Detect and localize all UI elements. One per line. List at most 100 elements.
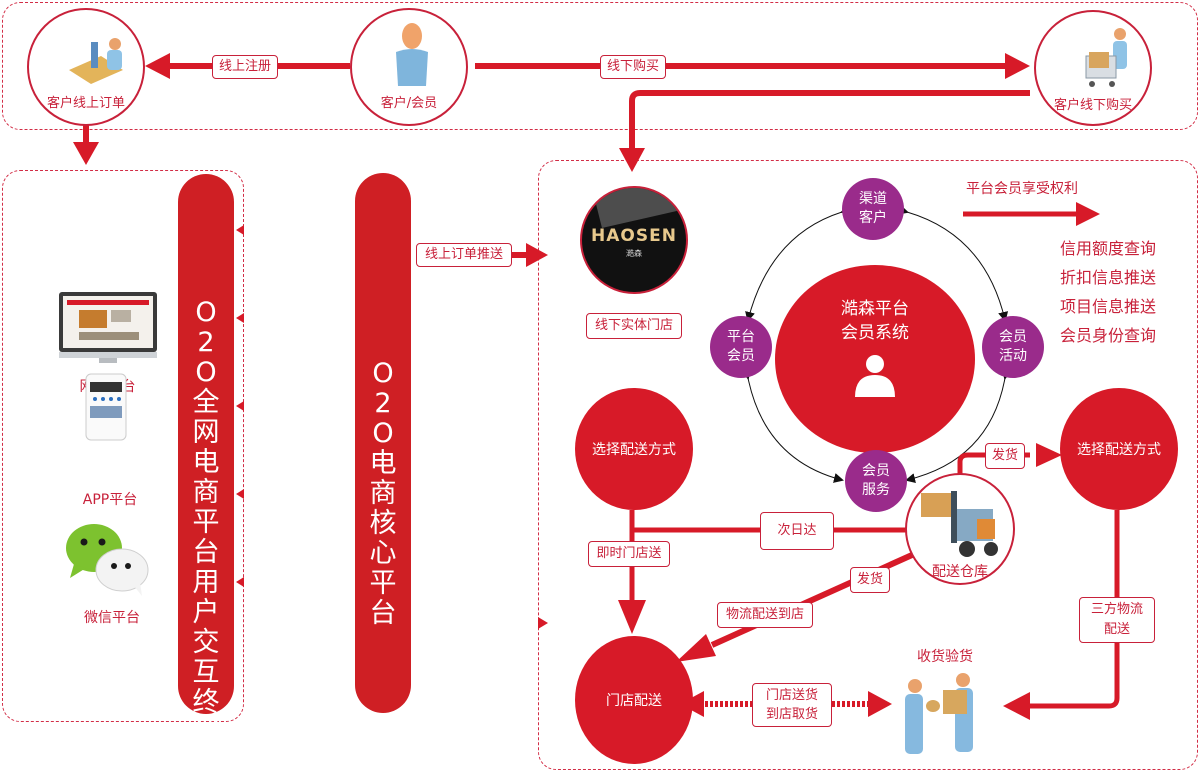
satellite-service-line1: 会员	[862, 463, 890, 479]
smartphone-icon	[85, 373, 127, 441]
terminal-inputs	[236, 225, 548, 629]
app-platform-label: APP平台	[82, 492, 138, 508]
pill-glyph: O	[372, 358, 394, 389]
pill-glyph: 户	[192, 597, 220, 628]
rights-item: 会员身份查询	[1060, 326, 1157, 345]
store-delivery[interactable]: 门店配送	[575, 636, 693, 764]
online-order-push-tag: 线上订单推送	[416, 243, 512, 267]
top-row-group	[2, 2, 1198, 130]
offline-buy-tag: 线下购买	[600, 55, 666, 79]
choose-delivery-left-label: 选择配送方式	[592, 442, 676, 458]
pill-glyph: 核	[369, 508, 397, 539]
member-system-center[interactable]: 澔森平台 会员系统	[775, 265, 975, 453]
person-at-computer-icon	[69, 38, 123, 84]
third-party-line1: 三方物流	[1090, 602, 1143, 617]
pill-glyph: O	[195, 297, 217, 328]
pill-glyph: 台	[369, 598, 397, 629]
wechat-platform[interactable]: 微信平台	[62, 520, 162, 630]
terminal-group	[2, 170, 244, 722]
store-pickup-line1: 门店送货	[765, 688, 818, 703]
store-logo[interactable]: HAOSEN 澔森	[580, 186, 688, 294]
store-delivery-label: 门店配送	[606, 693, 662, 709]
satellite-channel-line2: 客户	[859, 210, 887, 226]
third-party-logistics-tag: 三方物流 配送	[1079, 597, 1155, 643]
forklift-icon	[921, 491, 998, 557]
pill-glyph: 平	[192, 507, 220, 538]
store-building-icon	[592, 188, 686, 228]
arrow-head-offline-buy	[1005, 53, 1030, 79]
online-register-tag: 线上注册	[212, 55, 278, 79]
pill-glyph: 心	[369, 538, 397, 569]
arrow-head-logistics	[676, 634, 716, 662]
offline-purchase-label: 客户线下购买	[1053, 98, 1132, 113]
user-icon	[855, 355, 895, 397]
app-platform[interactable]: APP平台	[80, 372, 140, 512]
satellite-channel-line1: 渠道	[859, 191, 887, 207]
shopping-cart-person-icon	[1085, 28, 1127, 87]
warehouse-label: 配送仓库	[932, 564, 988, 580]
pill-glyph: O	[372, 418, 394, 449]
pill-glyph: 商	[192, 477, 220, 508]
member-system-title-2: 会员系统	[841, 323, 909, 343]
line-third-party	[1030, 510, 1120, 709]
wechat-platform-label: 微信平台	[84, 610, 140, 626]
satellite-activity-line2: 活动	[999, 348, 1027, 364]
satellite-platform-line2: 会员	[727, 348, 755, 364]
offline-purchase-node[interactable]: 客户线下购买	[1034, 10, 1152, 126]
third-party-line2: 配送	[1103, 622, 1130, 637]
arrow-head-online-register	[145, 53, 170, 79]
rights-item: 折扣信息推送	[1060, 268, 1157, 287]
next-day-tag: 次日达	[760, 512, 834, 550]
store-pickup-line2: 到店取货	[765, 707, 818, 722]
pill-glyph: 全	[192, 387, 220, 418]
satellite-member-activity[interactable]: 会员活动	[982, 316, 1044, 378]
pill-glyph: 用	[192, 567, 220, 598]
choose-delivery-right[interactable]: 选择配送方式	[1060, 388, 1178, 510]
rights-list: 信用额度查询 折扣信息推送 项目信息推送 会员身份查询	[1060, 234, 1156, 350]
arrow-head-order-push	[526, 243, 548, 267]
wechat-icon	[66, 524, 149, 596]
arrow-head-third-party	[1003, 692, 1030, 720]
pill-glyph: 端	[192, 717, 220, 748]
rights-title: 平台会员享受权利	[966, 181, 1078, 197]
choose-delivery-left[interactable]: 选择配送方式	[575, 388, 693, 510]
pill-glyph: 平	[369, 568, 397, 599]
satellite-member-service[interactable]: 会员服务	[845, 450, 907, 512]
line-ship-right	[957, 452, 1030, 480]
offline-group	[538, 160, 1198, 770]
pill-glyph: 2	[197, 327, 215, 358]
member-system-title-1: 澔森平台	[841, 299, 909, 319]
ship-tag-1: 发货	[985, 443, 1025, 469]
arrow-head-ship-right	[1036, 443, 1062, 467]
arrow-head-offline-to-store	[619, 148, 645, 172]
desktop-monitor-icon	[59, 292, 157, 363]
rights-item: 信用额度查询	[1060, 239, 1157, 258]
choose-delivery-right-label: 选择配送方式	[1077, 442, 1161, 458]
arrow-head-rights	[1076, 202, 1100, 226]
receive-label: 收货验货	[917, 649, 973, 665]
store-pickup-tag: 门店送货 到店取货	[752, 683, 832, 727]
arrow-head-left-down	[618, 600, 646, 634]
store-label: 线下实体门店	[586, 313, 682, 339]
rights-item: 项目信息推送	[1060, 297, 1157, 316]
satellite-platform-member[interactable]: 平台会员	[710, 316, 772, 378]
store-logo-sub: 澔森	[626, 249, 642, 258]
satellite-service-line2: 服务	[862, 482, 890, 498]
pill-glyph: 2	[374, 388, 392, 419]
pill-glyph: O	[195, 357, 217, 388]
customer-node[interactable]: 客户/会员	[350, 8, 468, 126]
customer-label: 客户/会员	[380, 96, 438, 111]
instant-store-tag: 即时门店送	[588, 541, 670, 567]
pill-glyph: 交	[192, 627, 220, 658]
satellite-channel[interactable]: 渠道客户	[842, 178, 904, 240]
pill-glyph: 商	[369, 478, 397, 509]
online-order-node[interactable]: 客户线上订单	[27, 8, 145, 126]
receive-node[interactable]: 收货验货	[895, 646, 995, 766]
arrow-offline-to-store	[629, 90, 1030, 150]
warehouse-node[interactable]: 配送仓库	[905, 473, 1015, 585]
